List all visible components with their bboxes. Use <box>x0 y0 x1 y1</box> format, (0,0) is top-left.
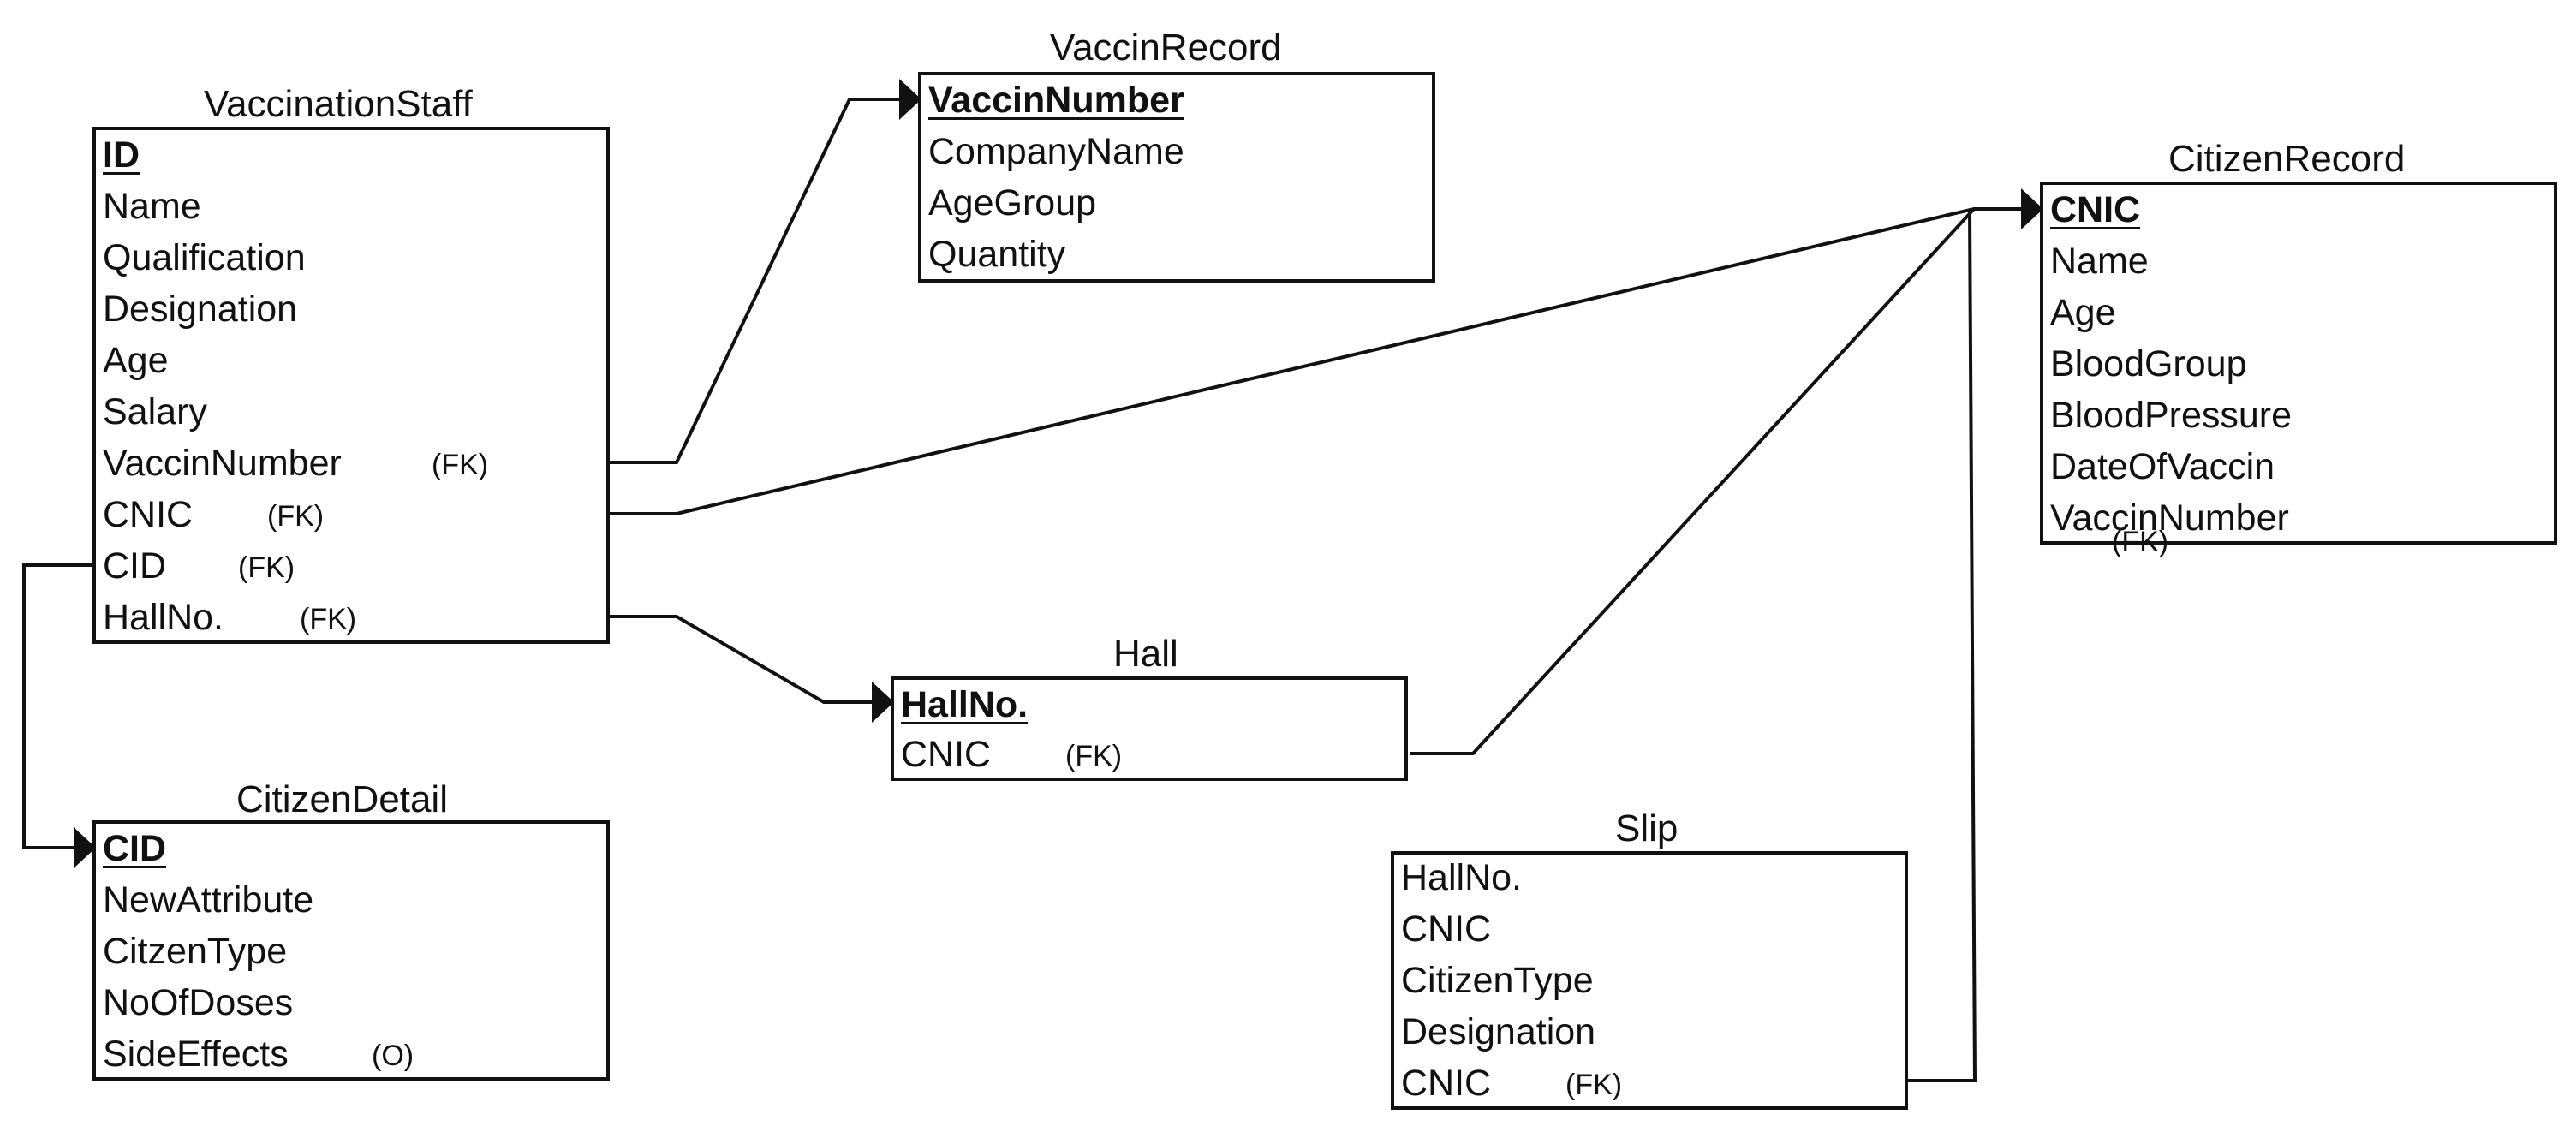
attribute-cnic: CNIC <box>1401 909 1492 950</box>
entity-vaccination-staff[interactable]: ID Name Qualification Designation Age Sa… <box>92 127 610 644</box>
arrowhead-hall <box>872 682 894 723</box>
fk-tag-vaccin-number: (FK) <box>432 449 489 481</box>
link-hall-citizenrecord <box>1410 207 1976 755</box>
entity-title-vaccin-record: VaccinRecord <box>1050 27 1282 69</box>
attribute-side-effects: SideEffects <box>103 1034 289 1075</box>
attribute-age-group: AgeGroup <box>928 182 1097 223</box>
attribute-cid: CID <box>103 545 167 587</box>
fk-tag-cid: (FK) <box>238 551 295 584</box>
entity-title-vaccination-staff: VaccinationStaff <box>204 83 473 125</box>
entity-title-hall: Hall <box>1113 633 1178 675</box>
attribute-vaccin-number: VaccinNumber <box>928 80 1184 121</box>
attribute-age: Age <box>103 340 169 381</box>
attribute-cnic: CNIC <box>2050 189 2141 230</box>
attribute-designation: Designation <box>103 289 298 330</box>
attribute-new-attribute: NewAttribute <box>103 879 314 920</box>
entity-slip[interactable]: HallNo. CNIC CitizenType Designation CNI… <box>1391 851 1908 1110</box>
fk-tag-vaccin-number: (FK) <box>2112 526 2169 558</box>
entity-title-slip: Slip <box>1615 807 1679 849</box>
link-staff-citizenrecord <box>610 207 2023 515</box>
attribute-quantity: Quantity <box>928 234 1066 275</box>
arrowhead-citizendetail <box>74 827 96 868</box>
link-staff-hall <box>610 615 882 704</box>
fk-tag-hall-no: (FK) <box>300 603 357 635</box>
attribute-age: Age <box>2050 292 2116 333</box>
fk-tag-cnic: (FK) <box>1065 740 1123 772</box>
attribute-hall-no: HallNo. <box>103 597 224 638</box>
entity-title-citizen-detail: CitizenDetail <box>236 778 448 820</box>
attribute-blood-pressure: BloodPressure <box>2050 395 2293 436</box>
link-staff-vaccinrecord <box>610 98 909 464</box>
attribute-citzen-type: CitzenType <box>103 931 288 972</box>
attribute-qualification: Qualification <box>103 237 306 278</box>
entity-citizen-record[interactable]: CNIC Name Age BloodGroup BloodPressure D… <box>2040 182 2557 557</box>
attribute-company-name: CompanyName <box>928 131 1184 172</box>
link-staff-citizendetail <box>22 563 94 849</box>
attribute-citizen-type: CitizenType <box>1401 960 1594 1001</box>
attribute-date-of-vaccin: DateOfVaccin <box>2050 446 2275 487</box>
attribute-name: Name <box>103 186 201 227</box>
attribute-hall-no: HallNo. <box>1401 857 1522 898</box>
arrowhead-vaccinrecord <box>899 79 921 120</box>
attribute-cnic: CNIC <box>901 734 992 775</box>
link-slip-citizenrecord <box>1908 208 1977 1082</box>
attribute-vaccin-number: VaccinNumber <box>2050 497 2289 539</box>
attribute-cnic: CNIC <box>103 494 194 535</box>
arrowhead-citizenrecord <box>2021 188 2043 229</box>
attribute-cid: CID <box>103 828 167 869</box>
attribute-vaccin-number: VaccinNumber <box>103 443 342 484</box>
attribute-salary: Salary <box>103 391 207 432</box>
attribute-no-of-doses: NoOfDoses <box>103 982 294 1023</box>
entity-vaccin-record[interactable]: VaccinNumber CompanyName AgeGroup Quanti… <box>918 72 1435 283</box>
fk-tag-cnic: (FK) <box>267 500 325 533</box>
optional-tag-side-effects: (O) <box>372 1040 414 1072</box>
attribute-designation: Designation <box>1401 1011 1596 1052</box>
attribute-cnic-fk: CNIC <box>1401 1063 1492 1104</box>
entity-hall[interactable]: HallNo. CNIC (FK) <box>891 676 1408 781</box>
attribute-blood-group: BloodGroup <box>2050 343 2247 384</box>
entity-title-citizen-record: CitizenRecord <box>2168 138 2406 180</box>
entity-citizen-detail[interactable]: CID NewAttribute CitzenType NoOfDoses Si… <box>92 820 610 1081</box>
attribute-hall-no: HallNo. <box>901 684 1029 725</box>
fk-tag-cnic: (FK) <box>1565 1069 1623 1101</box>
attribute-name: Name <box>2050 241 2149 282</box>
attribute-id: ID <box>103 134 140 176</box>
